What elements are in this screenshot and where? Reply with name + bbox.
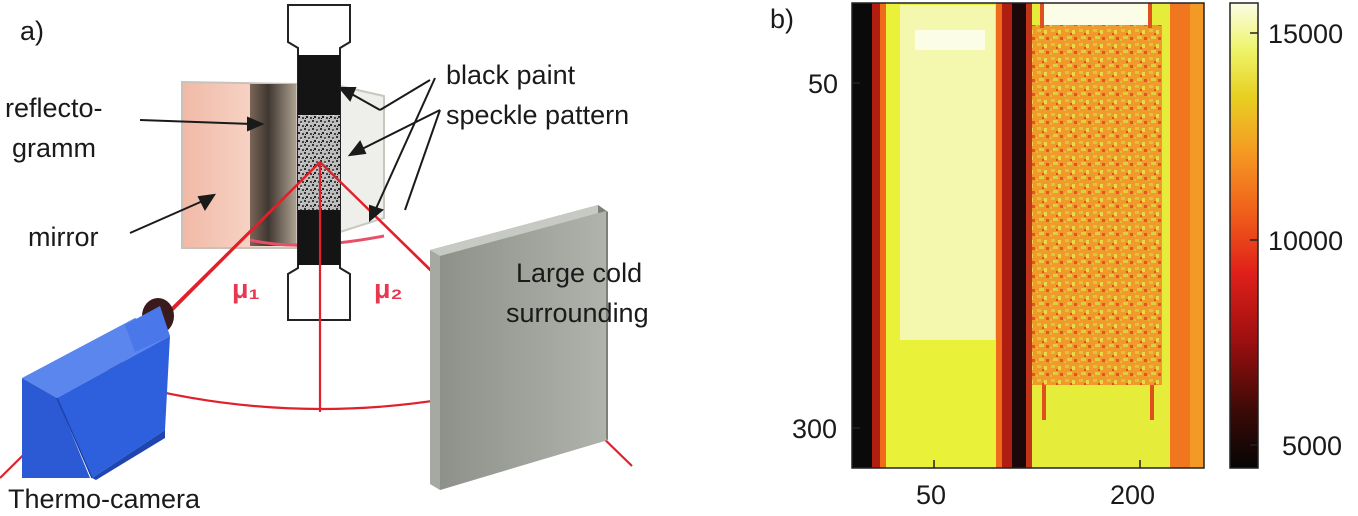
label-surrounding: surrounding <box>506 298 649 328</box>
colorbar-tick-10000: 10000 <box>1268 226 1343 256</box>
thermo-camera <box>22 298 174 480</box>
label-speckle-pattern: speckle pattern <box>446 100 629 130</box>
image-frame <box>851 2 1205 469</box>
thermal-image <box>852 3 1204 468</box>
y-tick-300: 300 <box>792 414 837 444</box>
panel-b-label: b) <box>770 4 794 34</box>
label-mu1: μ₁ <box>232 274 260 304</box>
panel-a-label: a) <box>20 16 44 46</box>
reflectogramm-band <box>250 84 296 246</box>
x-tick-50: 50 <box>916 480 946 510</box>
colorbar <box>1229 2 1259 469</box>
cold-plate <box>430 205 608 490</box>
label-black-paint: black paint <box>446 60 576 90</box>
label-mu2: μ₂ <box>374 274 403 304</box>
x-tick-200: 200 <box>1110 480 1155 510</box>
label-large-cold: Large cold <box>516 258 642 288</box>
axis-ticks <box>852 82 1141 468</box>
panel-b: b) <box>770 2 1343 510</box>
colorbar-tick-15000: 15000 <box>1268 19 1343 49</box>
colorbar-tick-5000: 5000 <box>1282 431 1342 461</box>
speckle-region <box>1032 25 1162 385</box>
annotation-arrows <box>129 77 441 234</box>
label-thermo-camera: Thermo-camera <box>8 484 201 514</box>
panel-a: a) <box>0 4 649 514</box>
colorbar-ticks <box>1250 32 1258 446</box>
label-reflectogramm-1: reflecto- <box>5 93 103 123</box>
y-tick-50: 50 <box>808 69 838 99</box>
label-reflectogramm-2: gramm <box>12 133 96 163</box>
label-mirror: mirror <box>28 222 98 252</box>
